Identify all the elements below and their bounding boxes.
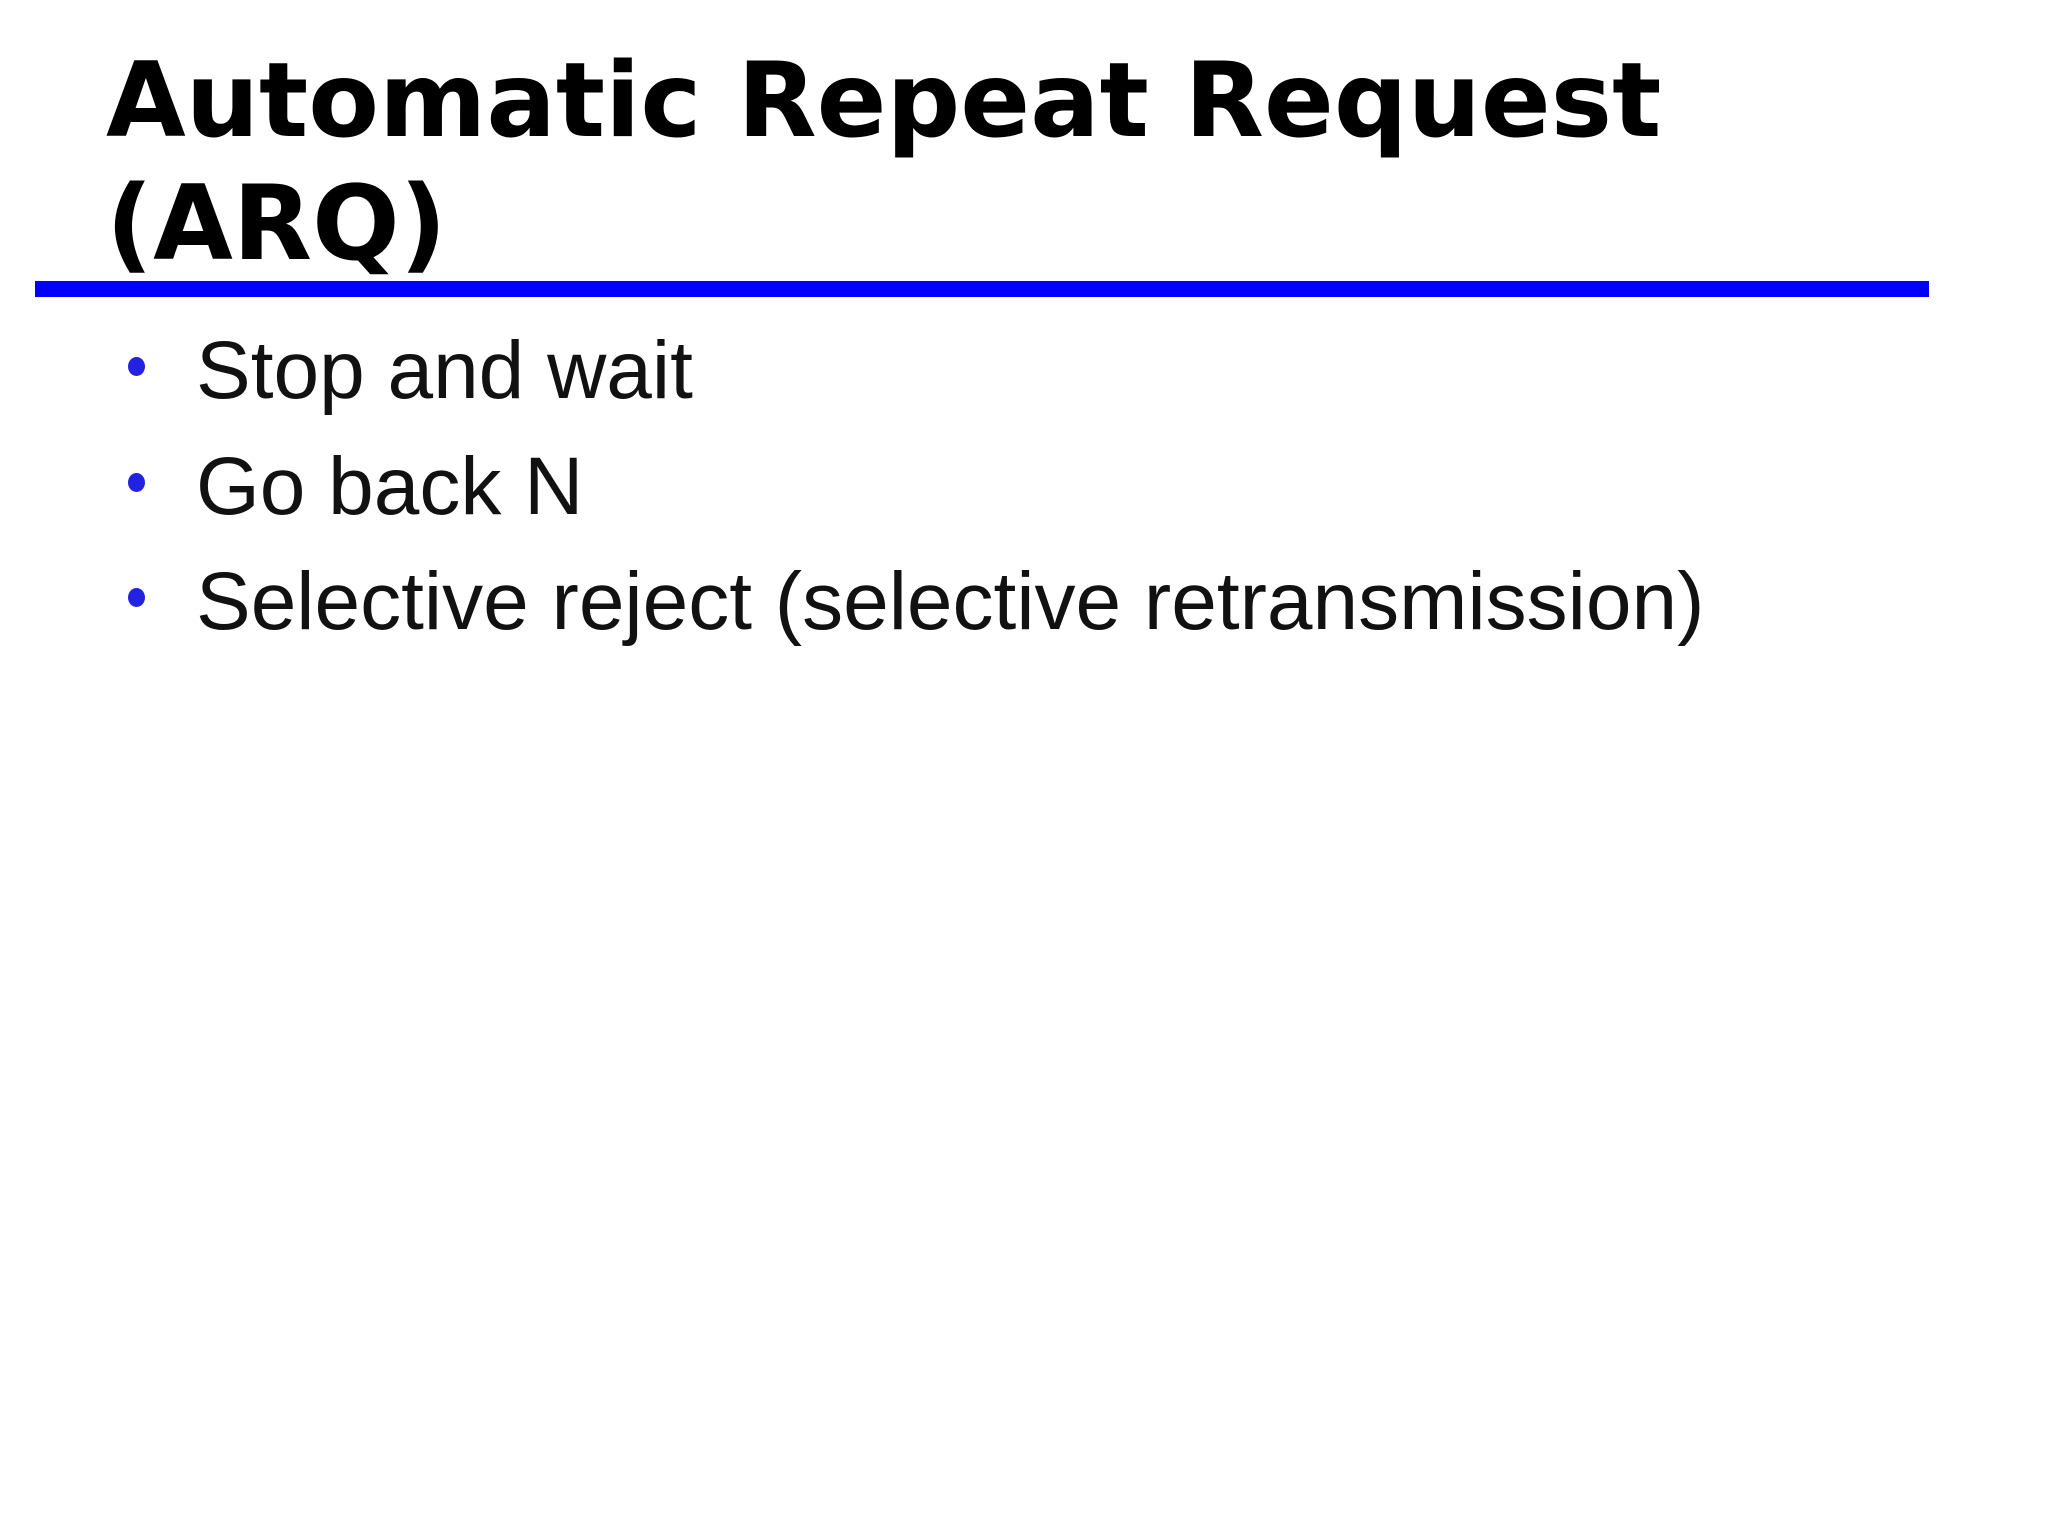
- bullet-item: Go back N: [0, 429, 2048, 545]
- bullet-text: Stop and wait: [196, 325, 693, 416]
- bullet-text: Go back N: [196, 440, 584, 532]
- bullet-dot-icon: [128, 472, 145, 492]
- bullet-list: Stop and wait Go back N Selective reject…: [0, 313, 2048, 660]
- bullet-item: Stop and wait: [0, 313, 2048, 429]
- bullet-text: Selective reject (selective retransmissi…: [196, 556, 1705, 647]
- bullet-dot-icon: [128, 588, 145, 607]
- title-underline-rule: [35, 281, 1929, 297]
- bullet-dot-icon: [128, 357, 145, 376]
- slide-title: Automatic Repeat Request (ARQ): [106, 41, 1662, 284]
- bullet-item: Selective reject (selective retransmissi…: [0, 544, 2048, 660]
